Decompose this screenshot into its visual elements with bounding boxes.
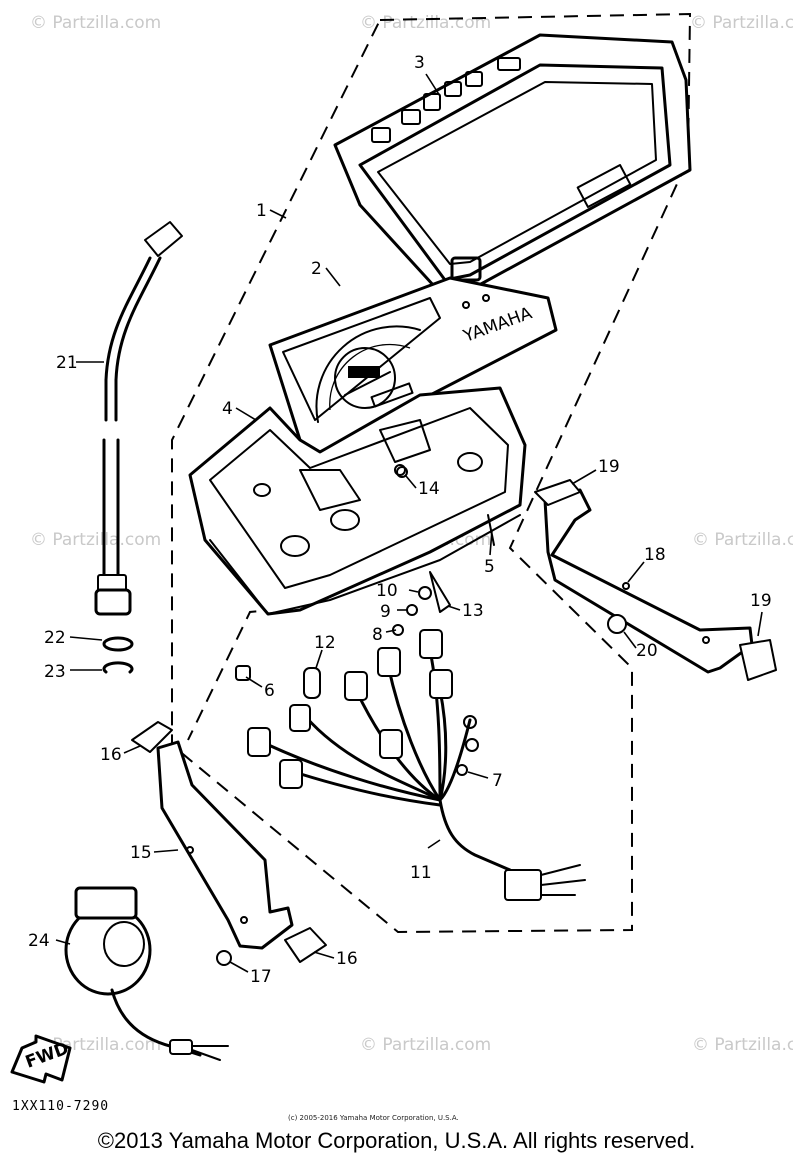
diagram-code: 1XX110-7290: [12, 1099, 109, 1114]
circlip-23: [102, 661, 134, 674]
rubber-16a: [131, 721, 173, 753]
watermark: © Partzilla.com: [30, 530, 161, 550]
watermark: © Partzilla.com: [360, 13, 491, 33]
callout-21: 21: [56, 353, 78, 373]
callout-labels: 1 2 3 4 5 6 7 8 9 10 11 12 13 14 15 16 1…: [28, 53, 772, 987]
callout-5: 5: [484, 557, 495, 577]
callout-16b: 16: [336, 949, 358, 969]
screw-5: [487, 514, 495, 546]
callout-13: 13: [462, 601, 484, 621]
callout-3: 3: [414, 53, 425, 73]
rubber-19b: [739, 639, 777, 681]
callout-17: 17: [250, 967, 272, 987]
callout-24: 24: [28, 931, 50, 951]
callout-20: 20: [636, 641, 658, 661]
callout-22: 22: [44, 628, 66, 648]
bracket-18: [543, 488, 754, 674]
callout-1: 1: [256, 201, 267, 221]
callout-12: 12: [314, 633, 336, 653]
nut-17: [216, 950, 232, 966]
callout-6: 6: [264, 681, 275, 701]
speedometer-cable: [94, 221, 183, 616]
small-copyright: (c) 2005-2016 Yamaha Motor Corporation, …: [288, 1114, 459, 1122]
callout-7: 7: [492, 771, 503, 791]
leader-lines: [55, 73, 763, 973]
wire-harness: [247, 629, 586, 901]
o-ring-22: [102, 636, 134, 652]
watermark: © Partzilla.com: [692, 1035, 793, 1055]
callout-10: 10: [376, 581, 398, 601]
small-hardware: [235, 466, 495, 776]
sensor-24: [64, 886, 229, 1061]
meter-assembly-outline: [171, 12, 692, 934]
clip-13: [429, 571, 451, 613]
washer-9: [406, 604, 418, 616]
callout-19b: 19: [750, 591, 772, 611]
watermark: © Partzilla.com: [690, 13, 793, 33]
sensor-guide-line: [187, 461, 353, 741]
meter-housing: [188, 386, 527, 616]
nut-10: [418, 586, 432, 600]
callout-4: 4: [222, 399, 233, 419]
meter-cover: [333, 33, 692, 300]
fwd-arrow-icon: FWD: [10, 1034, 72, 1084]
callout-11: 11: [410, 863, 432, 883]
callout-19a: 19: [598, 457, 620, 477]
meter-face: YAMAHA: [268, 276, 558, 454]
callout-2: 2: [311, 259, 322, 279]
rubber-16b: [284, 927, 327, 963]
bulb-12: [303, 667, 321, 699]
callout-9: 9: [380, 602, 391, 622]
watermark: © Partzilla.com: [30, 13, 161, 33]
callout-14: 14: [418, 479, 440, 499]
screw-7: [456, 764, 468, 776]
copyright-notice: ©2013 Yamaha Motor Corporation, U.S.A. A…: [97, 1128, 696, 1153]
bolt-14: [396, 466, 408, 478]
watermark: © Partzilla.com: [360, 1035, 491, 1055]
callout-15: 15: [130, 843, 152, 863]
callout-16a: 16: [100, 745, 122, 765]
callout-18: 18: [644, 545, 666, 565]
callout-8: 8: [372, 625, 383, 645]
callout-23: 23: [44, 662, 66, 682]
watermark: © Partzilla.com: [692, 530, 793, 550]
rubber-19a: [534, 479, 581, 506]
bracket-15: [156, 740, 294, 950]
nut-20: [607, 614, 627, 634]
